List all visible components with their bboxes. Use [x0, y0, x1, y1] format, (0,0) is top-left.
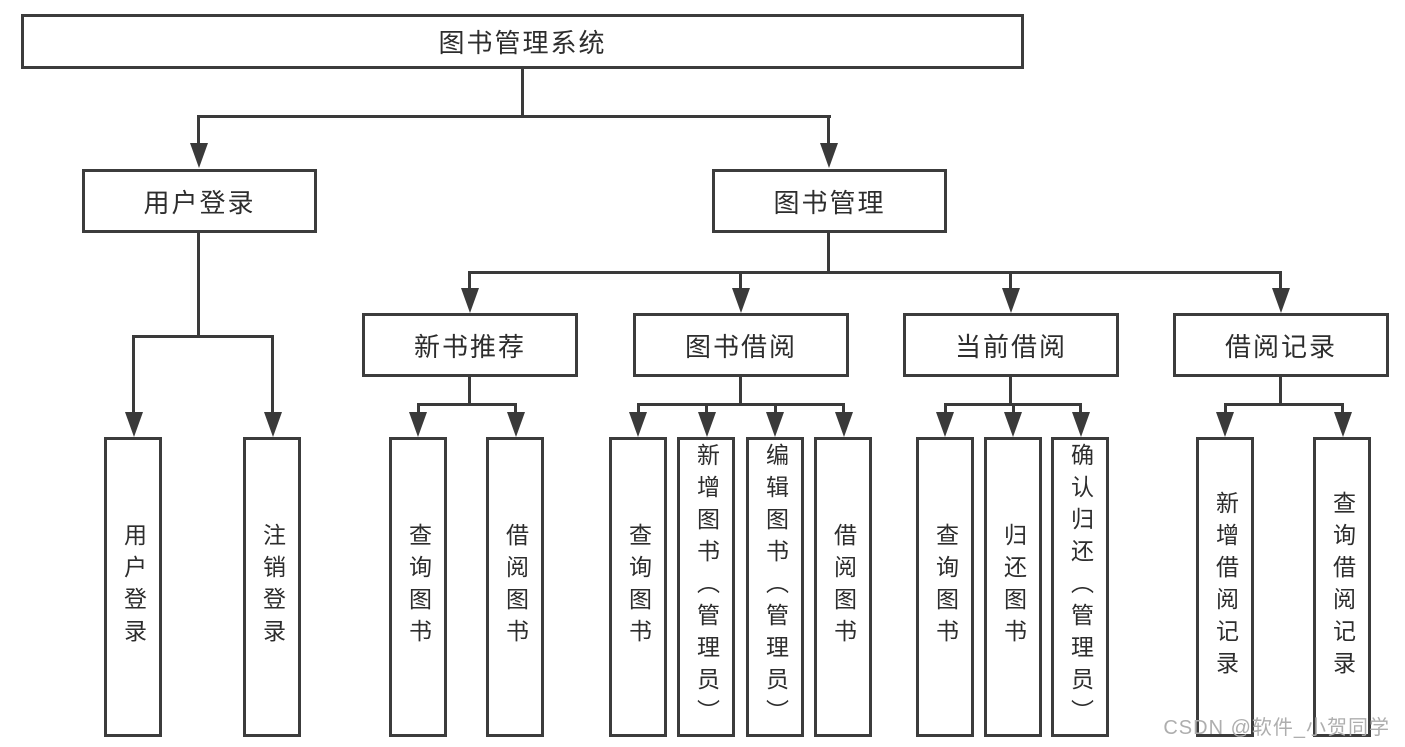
- line-currentborrow-stem: [1009, 377, 1012, 406]
- arrowhead-new-book: [461, 288, 479, 313]
- line-bookmgmt-stem: [827, 233, 830, 274]
- leaf-current-confirm-admin: 确认归还（管理员）: [1051, 437, 1109, 737]
- leaf-user-login: 用户登录: [104, 437, 162, 737]
- leaf-logout: 注销登录: [243, 437, 301, 737]
- arrowhead-bb-add: [698, 412, 716, 437]
- arrowhead-current-borrow: [1002, 288, 1020, 313]
- arrowhead-leaf-logout: [264, 412, 282, 437]
- leaf-current-confirm-admin-label: 确认归还（管理员）: [1067, 443, 1094, 731]
- line-cb-confirm-drop: [1079, 403, 1082, 417]
- node-new-book-recommend: 新书推荐: [362, 313, 578, 377]
- line-bookborrow-bus: [637, 403, 845, 406]
- line-bookmgmt-drop: [827, 115, 830, 147]
- line-newbook-drop: [468, 271, 471, 291]
- leaf-current-return-label: 归还图书: [1000, 523, 1027, 651]
- line-nb-query-drop: [417, 403, 420, 417]
- leaf-borrow-query-label: 查询图书: [625, 523, 652, 651]
- line-cb-query-drop: [944, 403, 947, 417]
- arrowhead-br-add: [1216, 412, 1234, 437]
- line-root-stem: [521, 69, 524, 117]
- arrowhead-leaf-user-login: [125, 412, 143, 437]
- node-current-borrow: 当前借阅: [903, 313, 1119, 377]
- line-br-add-drop: [1224, 403, 1227, 417]
- line-bookborrow-stem: [739, 377, 742, 406]
- line-borrowrecord-bus: [1224, 403, 1344, 406]
- arrowhead-book-borrow: [732, 288, 750, 313]
- node-book-management: 图书管理: [712, 169, 947, 233]
- node-book-borrow-label: 图书借阅: [684, 331, 797, 362]
- line-level3-bus: [468, 271, 1282, 274]
- arrowhead-br-query: [1334, 412, 1352, 437]
- node-root-label: 图书管理系统: [438, 28, 607, 58]
- line-cb-return-drop: [1012, 403, 1015, 417]
- leaf-record-add: 新增借阅记录: [1196, 437, 1254, 737]
- line-leaf-login-drop: [132, 335, 135, 415]
- line-level2-bus: [197, 115, 831, 118]
- line-bookborrow-drop: [739, 271, 742, 291]
- node-new-book-recommend-label: 新书推荐: [413, 331, 526, 362]
- leaf-newbook-query: 查询图书: [389, 437, 447, 737]
- arrowhead-user-login: [190, 143, 208, 168]
- line-bb-query-drop: [637, 403, 640, 417]
- line-userlogin-bus: [132, 335, 274, 338]
- node-root: 图书管理系统: [21, 14, 1024, 69]
- arrowhead-bb-edit: [766, 412, 784, 437]
- line-newbook-bus: [417, 403, 517, 406]
- arrowhead-cb-confirm: [1072, 412, 1090, 437]
- leaf-record-query: 查询借阅记录: [1313, 437, 1371, 737]
- leaf-borrow-borrow-label: 借阅图书: [830, 523, 857, 651]
- arrowhead-book-management: [820, 143, 838, 168]
- arrowhead-bb-borrow: [835, 412, 853, 437]
- leaf-borrow-borrow: 借阅图书: [814, 437, 872, 737]
- node-user-login-label: 用户登录: [143, 187, 256, 218]
- arrowhead-borrow-record: [1272, 288, 1290, 313]
- leaf-newbook-borrow-label: 借阅图书: [502, 523, 529, 651]
- line-bb-edit-drop: [774, 403, 777, 417]
- line-borrowrecord-drop: [1279, 271, 1282, 291]
- node-current-borrow-label: 当前借阅: [954, 331, 1067, 362]
- arrowhead-nb-borrow: [507, 412, 525, 437]
- arrowhead-nb-query: [409, 412, 427, 437]
- arrowhead-bb-query: [629, 412, 647, 437]
- node-borrow-record: 借阅记录: [1173, 313, 1389, 377]
- node-book-borrow: 图书借阅: [633, 313, 849, 377]
- line-bb-borrow-drop: [842, 403, 845, 417]
- leaf-current-query: 查询图书: [916, 437, 974, 737]
- leaf-borrow-query: 查询图书: [609, 437, 667, 737]
- node-book-management-label: 图书管理: [773, 187, 886, 218]
- line-bb-add-drop: [705, 403, 708, 417]
- line-userlogin-drop: [197, 115, 200, 147]
- line-userlogin-stem: [197, 232, 200, 338]
- leaf-current-query-label: 查询图书: [932, 523, 959, 651]
- line-borrowrecord-stem: [1279, 377, 1282, 406]
- arrowhead-cb-return: [1004, 412, 1022, 437]
- line-leaf-logout-drop: [271, 335, 274, 415]
- leaf-logout-label: 注销登录: [259, 523, 286, 651]
- leaf-current-return: 归还图书: [984, 437, 1042, 737]
- node-user-login: 用户登录: [82, 169, 317, 233]
- line-br-query-drop: [1341, 403, 1344, 417]
- leaf-record-query-label: 查询借阅记录: [1329, 491, 1356, 683]
- leaf-newbook-borrow: 借阅图书: [486, 437, 544, 737]
- leaf-borrow-add-admin: 新增图书（管理员）: [677, 437, 735, 737]
- leaf-borrow-add-admin-label: 新增图书（管理员）: [693, 443, 720, 731]
- line-newbook-stem: [468, 377, 471, 406]
- csdn-watermark: CSDN @软件_小贺同学: [1163, 717, 1390, 739]
- leaf-user-login-label: 用户登录: [120, 523, 147, 651]
- leaf-record-add-label: 新增借阅记录: [1212, 491, 1239, 683]
- line-nb-borrow-drop: [514, 403, 517, 417]
- line-currentborrow-drop: [1009, 271, 1012, 291]
- leaf-newbook-query-label: 查询图书: [405, 523, 432, 651]
- arrowhead-cb-query: [936, 412, 954, 437]
- leaf-borrow-edit-admin-label: 编辑图书（管理员）: [762, 443, 789, 731]
- leaf-borrow-edit-admin: 编辑图书（管理员）: [746, 437, 804, 737]
- node-borrow-record-label: 借阅记录: [1224, 331, 1337, 362]
